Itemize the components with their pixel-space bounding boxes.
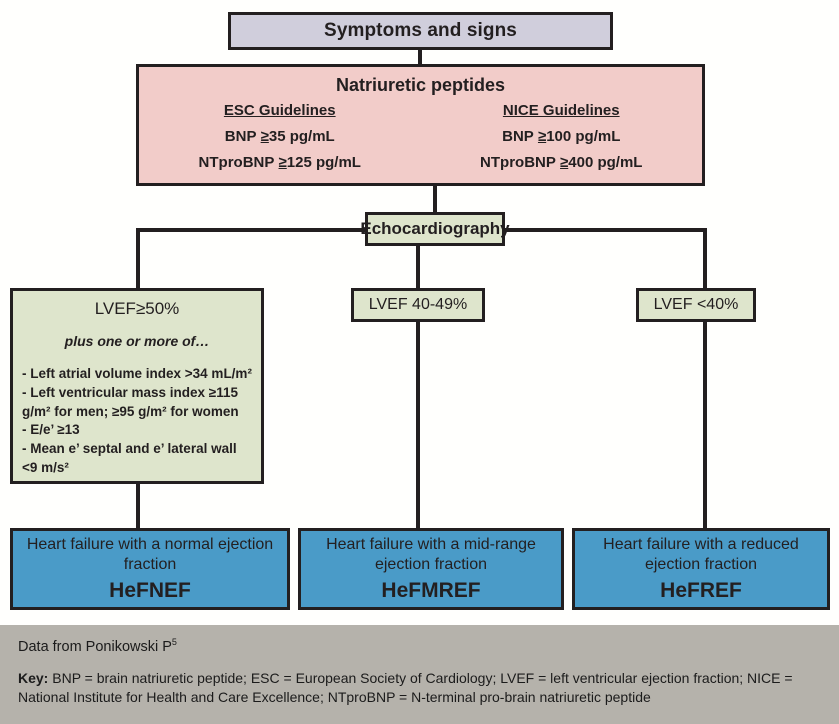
source-reference-marker: 5 <box>171 637 177 647</box>
threshold-row: BNP ≥35 pg/mL <box>150 128 409 145</box>
threshold-units: pg/mL <box>575 128 621 145</box>
node-echocardiography[interactable]: Echocardiography <box>360 212 510 246</box>
threshold-units: pg/mL <box>315 154 361 171</box>
outcome-abbreviation: HeFREF <box>660 579 742 603</box>
node-outcome-hefmref[interactable]: Heart failure with a mid-range ejection … <box>298 528 564 610</box>
threshold-analyte: NTproBNP <box>198 154 275 171</box>
connector-drop-preserved <box>136 228 140 290</box>
threshold-operator: ≥ <box>537 128 547 145</box>
threshold-row: NTproBNP ≥125 pg/mL <box>150 154 409 171</box>
source-attribution: Data from Ponikowski P5 <box>18 637 821 655</box>
abbreviation-key: Key: BNP = brain natriuretic peptide; ES… <box>18 669 821 707</box>
figure-footer: Data from Ponikowski P5 Key: BNP = brain… <box>0 625 839 724</box>
outcome-description: Heart failure with a reduced ejection fr… <box>603 535 799 573</box>
node-lvef-midrange-label: LVEF 40-49% <box>368 296 468 313</box>
connector-reduced-to-outcome <box>703 320 707 530</box>
outcome-description: Heart failure with a mid-range ejection … <box>326 535 536 573</box>
criteria-line: g/m² for men; ≥95 g/m² for women <box>22 403 239 419</box>
threshold-operator: ≥ <box>260 128 269 145</box>
criteria-list: - Left atrial volume index >34 mL/m² - L… <box>22 365 252 478</box>
connector-symptoms-to-peptides <box>418 48 422 66</box>
guideline-column-esc: ESC Guidelines BNP ≥35 pg/mL NTproBNP ≥1… <box>150 102 409 180</box>
connector-drop-midrange <box>416 244 420 290</box>
node-lvef-preserved[interactable]: LVEF≥50% plus one or more of… - Left atr… <box>10 288 264 484</box>
guideline-column-nice: NICE Guidelines BNP ≥100 pg/mL NTproBNP … <box>432 102 691 180</box>
guideline-heading-esc: ESC Guidelines <box>223 102 336 119</box>
flowchart-canvas: Symptoms and signs Natriuretic peptides … <box>10 12 830 610</box>
threshold-operator: ≥ <box>560 154 569 171</box>
threshold-row: NTproBNP ≥400 pg/mL <box>432 154 691 171</box>
connector-midrange-to-outcome <box>416 320 420 530</box>
connector-drop-reduced <box>703 228 707 290</box>
threshold-value: 125 <box>286 154 312 171</box>
criteria-line: - Left ventricular mass index ≥115 <box>22 384 238 400</box>
threshold-units: pg/mL <box>597 154 643 171</box>
threshold-units: pg/mL <box>289 128 335 145</box>
node-echo-label: Echocardiography <box>360 219 510 238</box>
node-lvef-preserved-label: LVEF≥50% <box>94 299 180 318</box>
threshold-analyte: BNP <box>502 128 534 145</box>
connector-peptides-to-echo <box>433 184 437 214</box>
node-lvef-reduced-label: LVEF <40% <box>653 296 739 313</box>
node-symptoms-label: Symptoms and signs <box>324 20 517 41</box>
threshold-analyte: BNP <box>224 128 257 145</box>
threshold-value: 100 <box>546 128 572 145</box>
source-text: Data from Ponikowski P <box>18 638 172 655</box>
threshold-operator: ≥ <box>278 154 287 171</box>
guideline-heading-nice: NICE Guidelines <box>502 102 620 119</box>
criteria-line: - E/e’ ≥13 <box>22 422 80 438</box>
key-body: BNP = brain natriuretic peptide; ESC = E… <box>18 669 793 705</box>
peptides-guideline-columns: ESC Guidelines BNP ≥35 pg/mL NTproBNP ≥1… <box>139 102 702 180</box>
node-lvef-preserved-sublabel: plus one or more of… <box>64 333 210 349</box>
criteria-line: <9 m/s² <box>22 460 69 476</box>
node-outcome-hefnef[interactable]: Heart failure with a normal ejection fra… <box>10 528 290 610</box>
outcome-abbreviation: HeFMREF <box>381 579 481 603</box>
outcome-abbreviation: HeFNEF <box>109 579 191 603</box>
criteria-line: - Mean e’ septal and e’ lateral wall <box>22 441 237 457</box>
node-outcome-hefref[interactable]: Heart failure with a reduced ejection fr… <box>572 528 830 610</box>
connector-echo-split-left <box>136 228 368 232</box>
threshold-analyte: NTproBNP <box>480 154 556 171</box>
connector-preserved-to-outcome <box>136 482 140 530</box>
node-symptoms-and-signs[interactable]: Symptoms and signs <box>228 12 613 50</box>
node-natriuretic-peptides[interactable]: Natriuretic peptides ESC Guidelines BNP … <box>136 64 705 186</box>
outcome-description: Heart failure with a normal ejection fra… <box>26 535 274 573</box>
node-lvef-reduced[interactable]: LVEF <40% <box>636 288 756 322</box>
criteria-line: - Left atrial volume index >34 mL/m² <box>22 366 252 381</box>
key-label: Key: <box>18 669 49 686</box>
threshold-value: 35 <box>268 128 286 145</box>
node-lvef-midrange[interactable]: LVEF 40-49% <box>351 288 485 322</box>
threshold-value: 400 <box>568 154 594 171</box>
threshold-row: BNP ≥100 pg/mL <box>432 128 691 145</box>
node-peptides-title: Natriuretic peptides <box>335 75 506 95</box>
connector-echo-split-right <box>502 228 707 232</box>
